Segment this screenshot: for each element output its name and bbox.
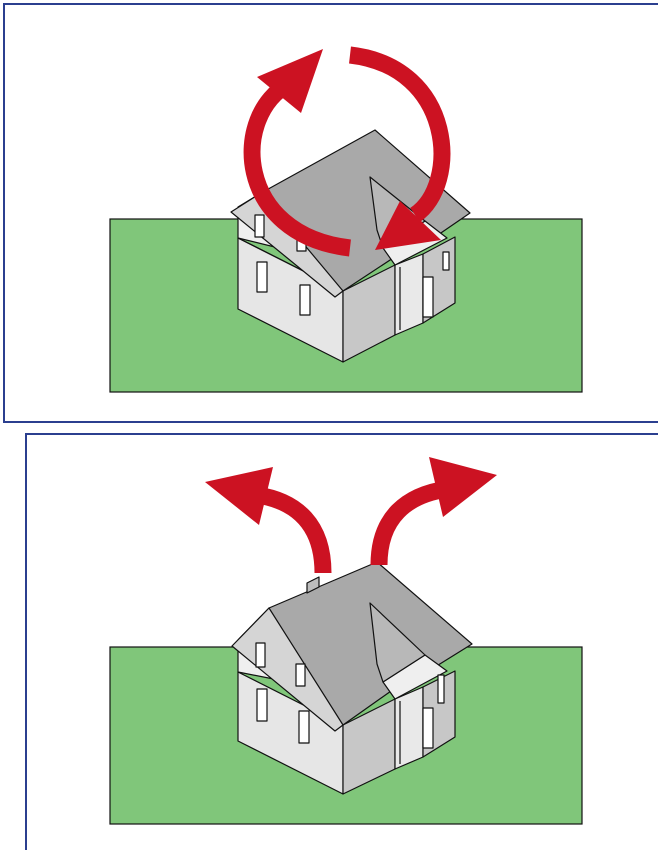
wing-front <box>395 254 423 335</box>
lift-arrow-left-shaft <box>257 495 323 573</box>
window <box>257 689 267 721</box>
lift-arrows <box>257 489 447 573</box>
wing-front <box>395 687 423 769</box>
lift-diagram <box>27 435 658 850</box>
window <box>256 643 265 667</box>
lift-arrow-right-shaft <box>379 489 447 565</box>
rotation-diagram <box>5 5 658 423</box>
window <box>443 252 449 270</box>
door <box>423 708 433 748</box>
window <box>438 675 444 703</box>
panel-rotation <box>3 3 658 423</box>
window <box>300 285 310 315</box>
window <box>255 215 264 237</box>
window <box>257 262 267 292</box>
window <box>296 664 305 686</box>
window <box>299 711 309 743</box>
door <box>423 277 433 317</box>
arrow-head-left <box>205 467 273 525</box>
arrow-head-right <box>429 457 497 517</box>
panel-lift <box>25 433 658 850</box>
